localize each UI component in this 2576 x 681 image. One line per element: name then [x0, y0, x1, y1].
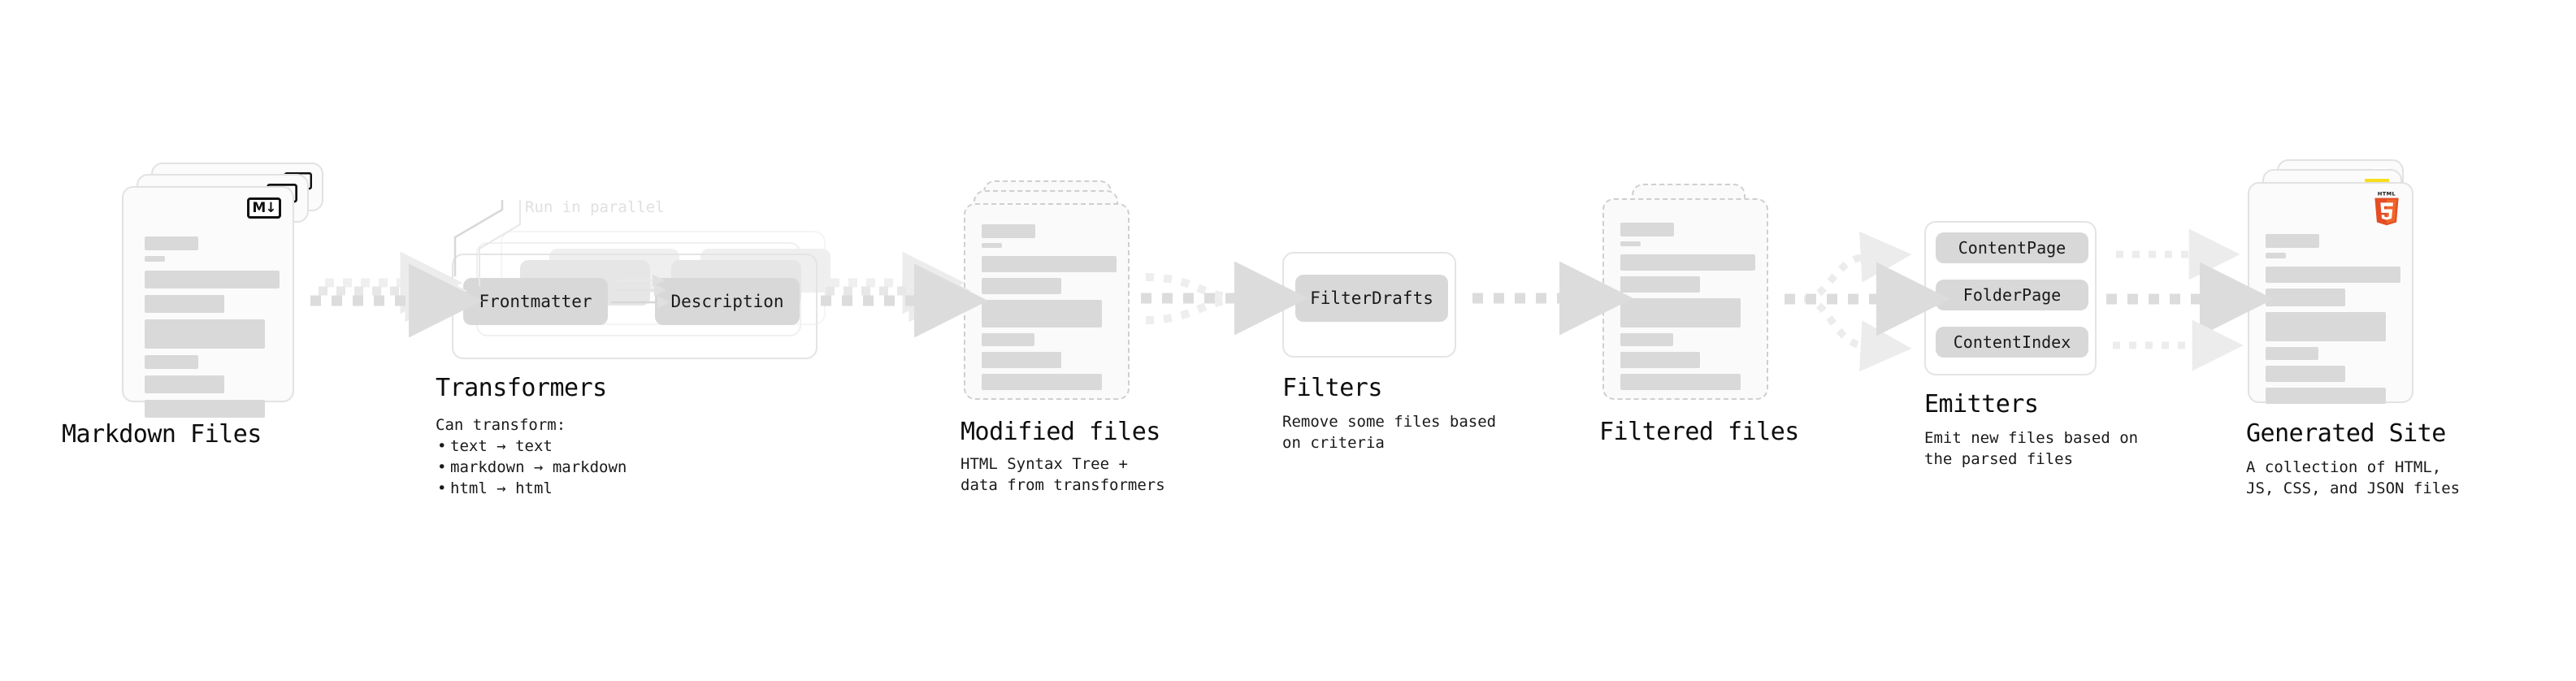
arrow-transformers-to-modified — [821, 251, 988, 338]
doc-line — [1620, 276, 1700, 293]
doc-line — [982, 256, 1117, 272]
doc-line — [1620, 241, 1641, 246]
stage-title-filtered-files: Filtered files — [1599, 418, 1799, 446]
doc-line — [2266, 288, 2345, 306]
stage-modified-files: Modified files HTML Syntax Tree + data f… — [961, 180, 1175, 494]
transformers-capability-list: Can transform: text → text markdown → ma… — [436, 414, 627, 499]
generated-card-front: HTML — [2248, 182, 2413, 404]
doc-line — [145, 400, 265, 418]
doc-line — [145, 256, 165, 262]
filter-pill-filterdrafts[interactable]: FilterDrafts — [1295, 275, 1448, 322]
stage-subtitle-emitters: Emit new files based on the parsed files — [1924, 429, 2139, 468]
transformer-pill-description[interactable]: Description — [655, 278, 800, 325]
stage-generated-site: CSS HTML — [2246, 159, 2516, 497]
markdown-placeholder-lines — [145, 236, 280, 418]
transformers-capability-items: text → text markdown → markdown html → h… — [436, 436, 627, 499]
markdown-card-front: M↓ — [122, 186, 294, 418]
doc-line — [982, 333, 1034, 346]
doc-line — [145, 375, 224, 393]
doc-line — [2266, 388, 2386, 404]
transformer-pill-frontmatter[interactable]: Frontmatter — [463, 278, 608, 325]
transformers-capability-header: Can transform: — [436, 416, 566, 434]
filtered-card-front — [1602, 198, 1768, 400]
doc-line — [982, 243, 1002, 248]
stage-subtitle-modified-files: HTML Syntax Tree + data from transformer… — [961, 455, 1165, 494]
stage-subtitle-filters: Remove some files based on criteria — [1282, 413, 1497, 452]
doc-line — [2266, 312, 2386, 341]
markdown-badge-icon: M↓ — [247, 197, 281, 219]
doc-line — [2266, 253, 2286, 258]
stage-filters: FilterDrafts Filters Remove some files b… — [1282, 252, 1550, 488]
doc-line — [145, 319, 265, 349]
doc-line — [1620, 352, 1700, 368]
stage-title-transformers: Transformers — [436, 374, 607, 402]
doc-line — [982, 374, 1102, 390]
stage-title-modified-files: Modified files — [961, 418, 1160, 446]
emitter-pill-folderpage[interactable]: FolderPage — [1936, 280, 2088, 310]
filtered-placeholder-lines — [1620, 223, 1755, 390]
stage-title-emitters: Emitters — [1924, 390, 2039, 419]
doc-line — [1620, 223, 1674, 236]
doc-line — [982, 300, 1102, 327]
list-item: markdown → markdown — [437, 457, 627, 478]
stage-markdown-files: M↓ M↓ M↓ Markdown Files — [62, 163, 333, 449]
emitters-box: ContentPage FolderPage ContentIndex — [1924, 221, 2097, 375]
filters-box: FilterDrafts — [1282, 252, 1456, 358]
stage-title-markdown-files: Markdown Files — [62, 420, 262, 449]
list-item: text → text — [437, 436, 627, 457]
transformers-box-front: Frontmatter Description — [452, 254, 817, 359]
modified-placeholder-lines — [982, 224, 1117, 390]
doc-line — [1620, 254, 1755, 271]
html5-badge-icon: HTML — [2371, 190, 2402, 226]
stage-subtitle-generated-site: A collection of HTML, JS, CSS, and JSON … — [2246, 458, 2461, 497]
stage-title-generated-site: Generated Site — [2246, 419, 2446, 448]
doc-line — [145, 236, 198, 250]
doc-line — [1620, 298, 1741, 327]
doc-line — [1620, 374, 1741, 390]
doc-line — [2266, 234, 2319, 248]
emitter-pill-contentindex[interactable]: ContentIndex — [1936, 327, 2088, 358]
doc-line — [2266, 267, 2400, 283]
doc-line — [145, 271, 280, 288]
doc-line — [2266, 366, 2345, 382]
doc-line — [145, 355, 198, 369]
stage-transformers: Run in parallel Frontmatter Description … — [436, 195, 830, 504]
stage-title-filters: Filters — [1282, 374, 1382, 402]
doc-line — [982, 224, 1035, 238]
modified-card-front — [964, 203, 1130, 400]
list-item: html → html — [437, 478, 627, 499]
generated-placeholder-lines — [2266, 234, 2400, 404]
doc-line — [1620, 333, 1673, 346]
svg-text:HTML: HTML — [2378, 191, 2396, 197]
doc-line — [2266, 347, 2318, 360]
doc-line — [982, 278, 1061, 294]
run-in-parallel-label: Run in parallel — [525, 198, 665, 216]
stage-emitters: ContentPage FolderPage ContentIndex Emit… — [1924, 221, 2217, 468]
stage-filtered-files: Filtered files — [1599, 180, 1814, 457]
doc-line — [982, 352, 1061, 368]
emitter-pill-contentpage[interactable]: ContentPage — [1936, 232, 2088, 263]
doc-line — [145, 295, 224, 313]
